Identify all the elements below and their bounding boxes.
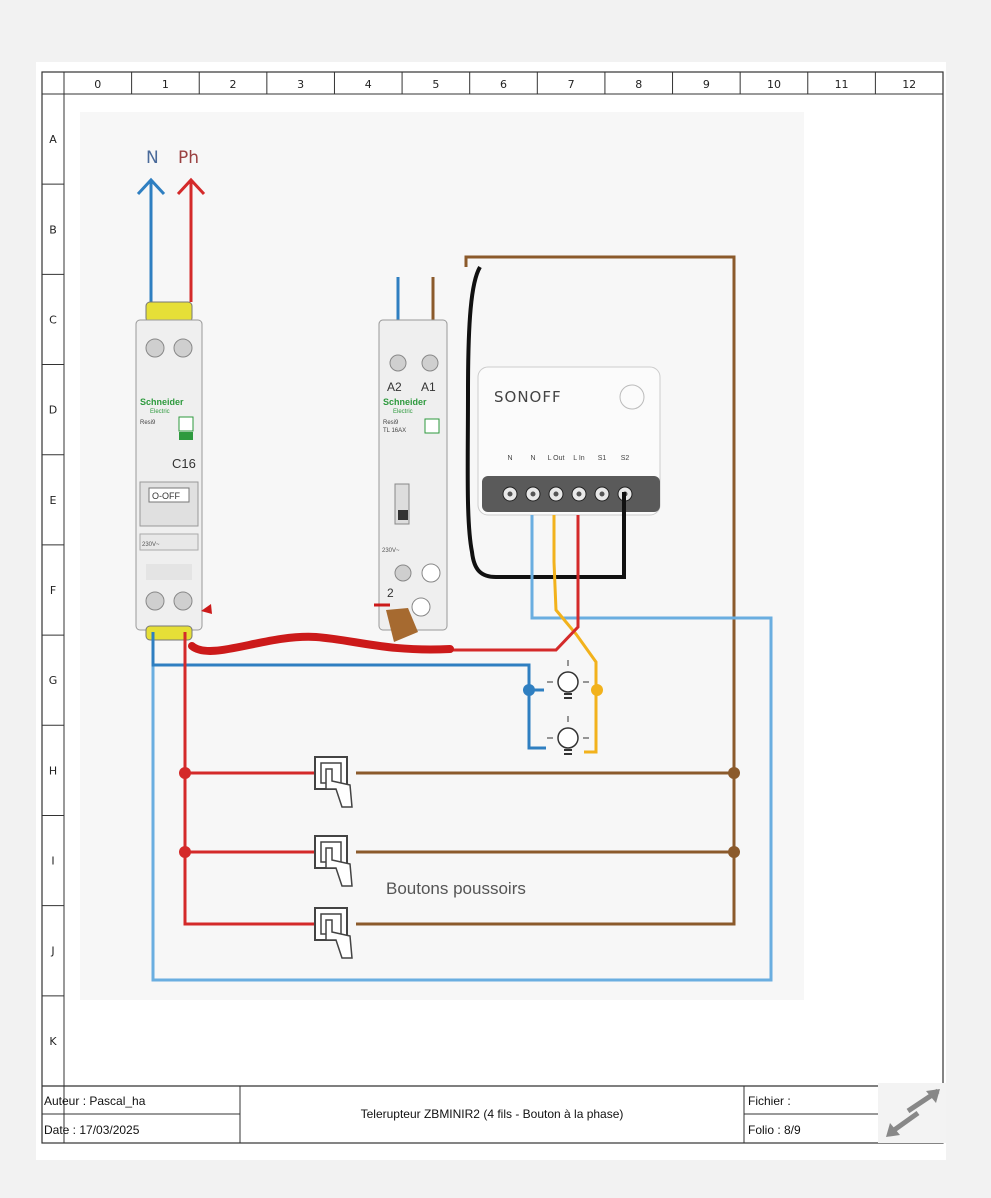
relay-coil-a2: A2 [387, 380, 402, 394]
column-label-2: 2 [230, 78, 237, 91]
expand-arrows-icon [886, 1088, 940, 1137]
circuit-breaker: Schneider Electric Resi9 C16 O-OFF 230V~ [135, 301, 203, 641]
row-label-B: B [49, 223, 57, 236]
date-field: Date : 17/03/2025 [44, 1123, 140, 1137]
marker-phase-stroke [188, 632, 454, 655]
row-label-I: I [51, 855, 54, 868]
breaker-voltage: 230V~ [142, 542, 160, 548]
phase-button-feed [183, 632, 314, 926]
column-label-8: 8 [635, 78, 642, 91]
folio-field: Folio : 8/9 [748, 1123, 801, 1137]
row-label-F: F [50, 584, 56, 597]
red-relay-wire [450, 515, 580, 652]
row-label-K: K [49, 1035, 57, 1048]
black-control-wire [465, 265, 626, 579]
column-label-4: 4 [365, 78, 372, 91]
sonoff-terminal-label: N [530, 455, 535, 462]
neutral-blue-wire [151, 632, 546, 750]
relay-coil-a1: A1 [421, 380, 436, 394]
row-label-J: J [50, 945, 54, 958]
lamp-yellow-wire [552, 515, 598, 754]
remote-switch-relay: A2 A1 Schneider Electric Resi9 TL 16AX 2… [378, 277, 448, 642]
relay-brand-sub: Electric [393, 409, 413, 415]
push-button-3 [314, 907, 353, 959]
push-buttons-label: Boutons poussoirs [386, 879, 526, 898]
row-label-H: H [49, 764, 57, 777]
file-field: Fichier : [748, 1094, 791, 1108]
row-label-E: E [50, 494, 57, 507]
relay-brand: Schneider [383, 397, 427, 407]
relay-model: Resi9 [383, 420, 399, 426]
sonoff-module: SONOFF N N L Out L In S1 S2 [477, 366, 661, 516]
column-label-11: 11 [835, 78, 849, 91]
lamp-2 [547, 716, 589, 755]
column-label-10: 10 [767, 78, 781, 91]
neutral-label: N [146, 148, 159, 168]
column-label-5: 5 [432, 78, 439, 91]
sonoff-terminal-label: N [507, 455, 512, 462]
sonoff-terminal-label: L In [573, 455, 585, 462]
relay-terminal-2: 2 [387, 586, 394, 600]
relay-sub: TL 16AX [383, 428, 406, 434]
breaker-brand-sub: Electric [150, 409, 170, 415]
column-label-7: 7 [568, 78, 575, 91]
row-label-D: D [49, 404, 57, 417]
column-label-9: 9 [703, 78, 710, 91]
column-label-1: 1 [162, 78, 169, 91]
row-label-G: G [49, 674, 58, 687]
sonoff-terminal-label: L Out [548, 455, 565, 462]
breaker-model: Resi9 [140, 420, 156, 426]
light-blue-wire [151, 515, 773, 982]
column-label-0: 0 [94, 78, 101, 91]
sonoff-terminal-label: S2 [621, 455, 630, 462]
phase-label: Ph [178, 148, 199, 168]
diagram-frame [41, 71, 944, 1144]
diagram-title: Telerupteur ZBMINIR2 (4 fils - Bouton à … [361, 1107, 624, 1121]
push-button-2 [314, 835, 353, 887]
push-button-1 [314, 756, 353, 808]
breaker-state: O-OFF [152, 491, 180, 501]
lamp-1 [547, 660, 589, 699]
breaker-brand: Schneider [140, 397, 184, 407]
column-label-6: 6 [500, 78, 507, 91]
relay-voltage: 230V~ [382, 548, 400, 554]
row-label-C: C [49, 313, 57, 326]
title-block: Auteur : Pascal_ha Date : 17/03/2025 Tel… [42, 1085, 943, 1143]
column-label-12: 12 [902, 78, 916, 91]
breaker-rating: C16 [172, 456, 196, 471]
author-field: Auteur : Pascal_ha [44, 1094, 146, 1108]
sonoff-brand: SONOFF [494, 388, 562, 406]
column-label-3: 3 [297, 78, 304, 91]
expand-button[interactable] [878, 1083, 946, 1143]
row-label-A: A [49, 133, 57, 146]
incoming-supply: N Ph [136, 148, 206, 302]
brown-return-wire [464, 255, 736, 767]
sonoff-terminal-label: S1 [598, 455, 607, 462]
